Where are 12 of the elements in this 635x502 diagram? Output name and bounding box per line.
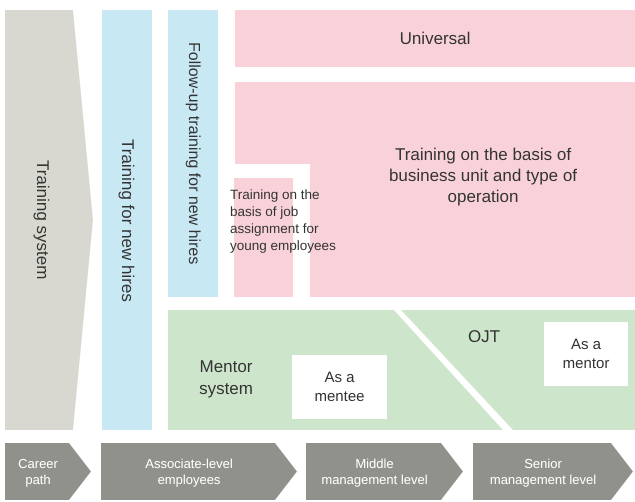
training-block: Training on the basis of job assignment for young employees (226, 178, 366, 297)
ojt-area: OJT As a mentor (401, 310, 635, 430)
career-stage-banner: Associate-level employees (101, 443, 297, 500)
career-stage-banner: Senior management level (473, 443, 633, 500)
training-column: Training for new hires (102, 10, 152, 430)
training-band: Universal (235, 10, 635, 67)
training-column: Follow-up training for new hires (168, 10, 218, 297)
career-stage-banner: Career path (5, 443, 91, 500)
role-box: As a mentor (544, 322, 628, 386)
role-box: As a mentee (292, 355, 387, 419)
training-system-banner: Training system (5, 10, 93, 430)
career-stage-banner: Middle management level (306, 443, 463, 500)
